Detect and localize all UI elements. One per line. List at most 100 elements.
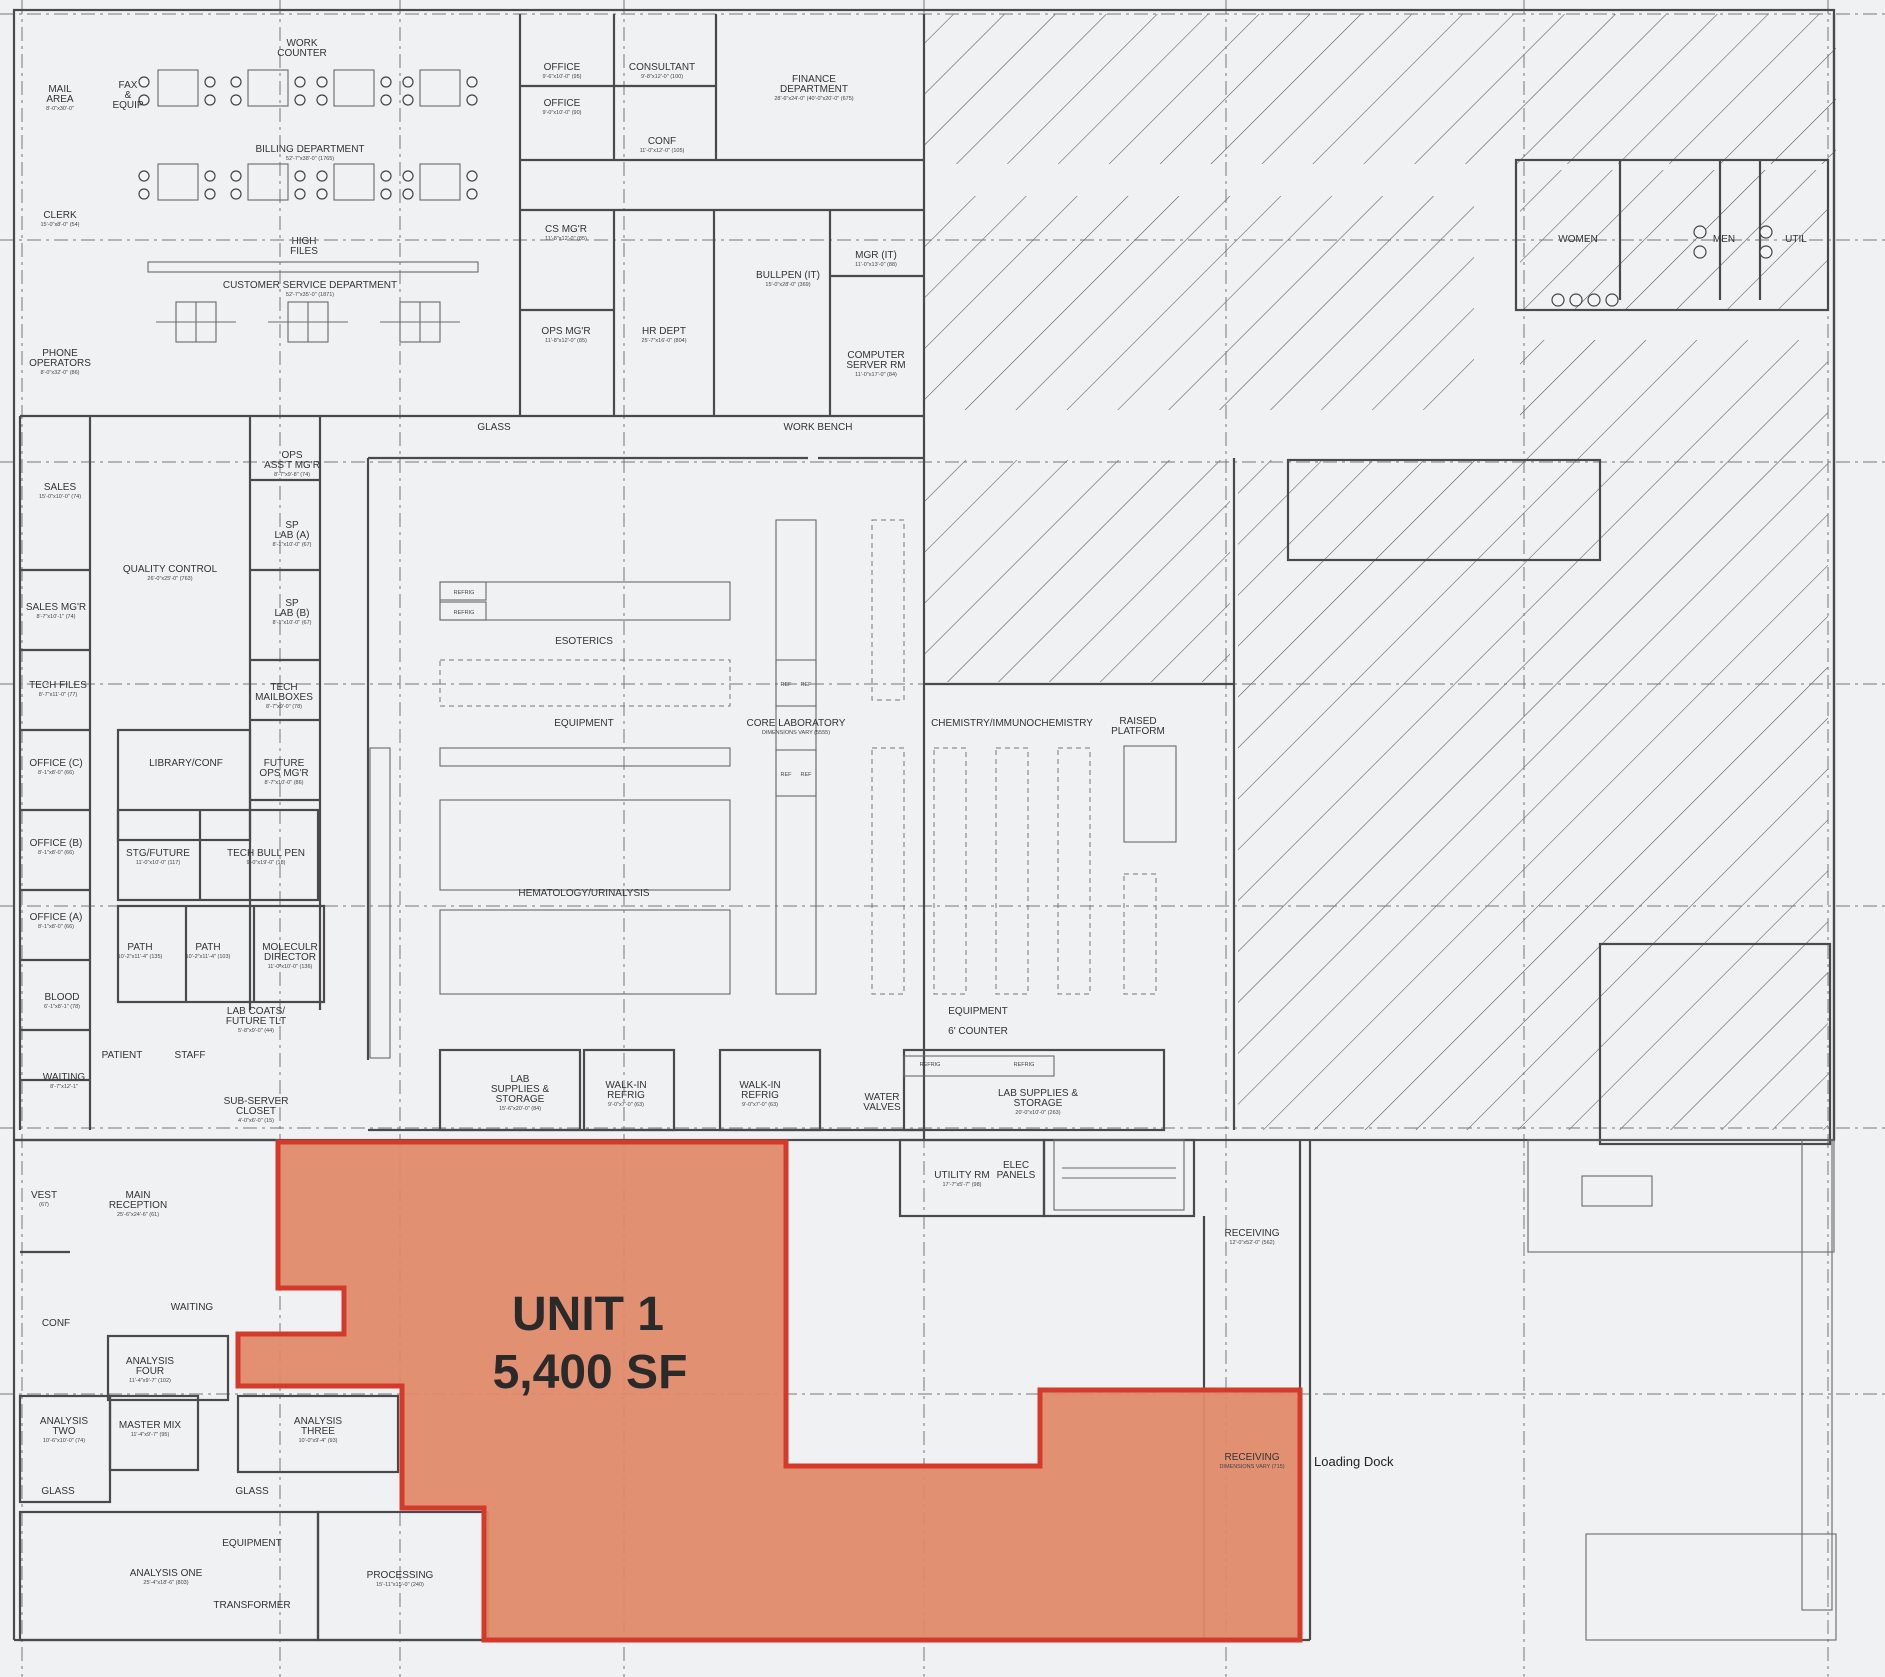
room-name-line: OFFICE — [544, 98, 581, 109]
room-name-line: REFRIG — [607, 1090, 645, 1101]
room-name-line: THREE — [301, 1426, 335, 1437]
room-dimensions: 11'-0"x13'-0" (88) — [855, 262, 897, 268]
room-name-line: ANALYSIS — [126, 1356, 174, 1367]
room-name-line: FUTURE — [264, 758, 305, 769]
room-dimensions: 10'-6"x10'-0" (74) — [43, 1438, 85, 1444]
room-name-line: PATH — [195, 942, 220, 953]
room-dimensions: 26'-0"x25'-0" (763) — [147, 576, 192, 582]
room-name-line: COUNTER — [277, 48, 326, 59]
room-name-line: CONSULTANT — [629, 62, 695, 73]
unit-1-area[interactable]: UNIT 1 5,400 SF — [235, 1139, 1303, 1643]
room-name-line: EQUIPMENT — [222, 1538, 281, 1549]
room-name-line: WATER — [865, 1092, 900, 1103]
room-name-line: OPS MG'R — [259, 768, 308, 779]
room-dimensions: 15'-0"x10'-0" (74) — [39, 494, 81, 500]
room-label: EQUIPMENT — [222, 1538, 281, 1549]
room-name-line: STORAGE — [496, 1094, 545, 1105]
room-name-line: EQUIP — [112, 100, 143, 111]
room-dimensions: 11'-8"x12'-0" (85) — [545, 338, 587, 344]
room-dimensions: 6'-1"x8'-1" (78) — [44, 1004, 80, 1010]
room-name-line: ASS'T MG'R — [264, 460, 320, 471]
chairs — [138, 76, 478, 200]
room-dimensions: 8'-1"x10'-0" (67) — [272, 542, 311, 548]
room-label: OPS MG'R11'-8"x12'-0" (85) — [541, 326, 590, 344]
room-label: CUSTOMER SERVICE DEPARTMENT52'-7"x35'-0"… — [223, 280, 397, 298]
room-name-line: ANALYSIS ONE — [130, 1568, 203, 1579]
room-label: 6' COUNTER — [948, 1026, 1008, 1037]
room-name-line: SP — [285, 598, 299, 609]
room-name-line: PANELS — [997, 1170, 1036, 1181]
room-name-line: CHEMISTRY/IMMUNOCHEMISTRY — [931, 718, 1093, 729]
room-dimensions: 9'-0"x19'-0" (18) — [246, 860, 285, 866]
room-name-line: LAB — [511, 1074, 530, 1085]
refrigerator-tag: REF — [801, 682, 813, 688]
room-name-line: ANALYSIS — [40, 1416, 88, 1427]
refrigerator-tag: REFRIG — [1014, 1062, 1035, 1068]
room-name-line: CLOSET — [236, 1106, 276, 1117]
room-dimensions: 15'-0"x8'-0" (54) — [40, 222, 79, 228]
room-name-line: UTIL — [1785, 234, 1807, 245]
room-dimensions: 11'-4"x9'-7" (95) — [131, 1432, 170, 1438]
room-name-line: WAITING — [171, 1302, 214, 1313]
room-name-line: FILES — [290, 246, 318, 257]
room-name-line: WORK BENCH — [784, 422, 853, 433]
room-name-line: GLASS — [41, 1486, 75, 1497]
room-dimensions: DIMENSIONS VARY (5555) — [762, 730, 830, 736]
refrigerator-tag: REF — [781, 682, 793, 688]
room-name-line: LAB (B) — [274, 608, 309, 619]
room-dimensions: (67) — [39, 1202, 49, 1208]
room-name-line: OFFICE — [544, 62, 581, 73]
room-dimensions: 15'-11"x15'-0" (240) — [376, 1582, 424, 1588]
room-label: OFFICE (C)8'-1"x8'-0" (66) — [29, 758, 82, 776]
hatched-zones — [924, 14, 1836, 1130]
room-dimensions: 9'-6"x10'-0" (95) — [542, 74, 581, 80]
room-name-line: DIRECTOR — [264, 952, 316, 963]
room-dimensions: 12'-0"x52'-0" (562) — [1229, 1240, 1274, 1246]
refrigerator-tag: REF — [781, 772, 793, 778]
room-dimensions: 10'-2"x11'-4" (103) — [186, 954, 231, 960]
refrigerator-tag: REFRIG — [920, 1062, 941, 1068]
room-label: FAX&EQUIP — [112, 80, 143, 111]
room-name-line: MAIN — [126, 1190, 151, 1201]
room-name-line: FINANCE — [792, 74, 836, 85]
room-dimensions: 8'-7"x10'-0" (86) — [264, 780, 303, 786]
room-label: MEN — [1713, 234, 1735, 245]
room-label: VEST(67) — [31, 1190, 57, 1208]
room-label: ESOTERICS — [555, 636, 613, 647]
room-name-line: & — [125, 90, 132, 101]
room-dimensions: 10'-2"x11'-4" (135) — [118, 954, 163, 960]
room-name-line: CS MG'R — [545, 224, 587, 235]
room-name-line: MAILBOXES — [255, 692, 313, 703]
room-name-line: TRANSFORMER — [213, 1600, 290, 1611]
room-name-line: FAX — [119, 80, 138, 91]
room-dimensions: 10'-0"x9'-4" (93) — [298, 1438, 337, 1444]
room-dimensions: 8'-1"x8'-0" (66) — [38, 850, 74, 856]
room-dimensions: 11'-4"x9'-7" (102) — [129, 1378, 171, 1384]
toilet-fixtures — [1551, 225, 1773, 307]
room-name-line: TECH — [270, 682, 297, 693]
room-label: LIBRARY/CONF — [149, 758, 223, 769]
room-name-line: TWO — [52, 1426, 76, 1437]
room-dimensions: 20'-0"x10'-0" (263) — [1015, 1110, 1060, 1116]
room-dimensions: 8'-7"x9'-8" (74) — [274, 472, 310, 478]
room-dimensions: 15'-0"x28'-0" (369) — [765, 282, 810, 288]
room-dimensions: 52'-7"x35'-0" (1871) — [286, 292, 334, 298]
refrigerator-tag: REF — [801, 772, 813, 778]
furniture — [138, 69, 1773, 1211]
